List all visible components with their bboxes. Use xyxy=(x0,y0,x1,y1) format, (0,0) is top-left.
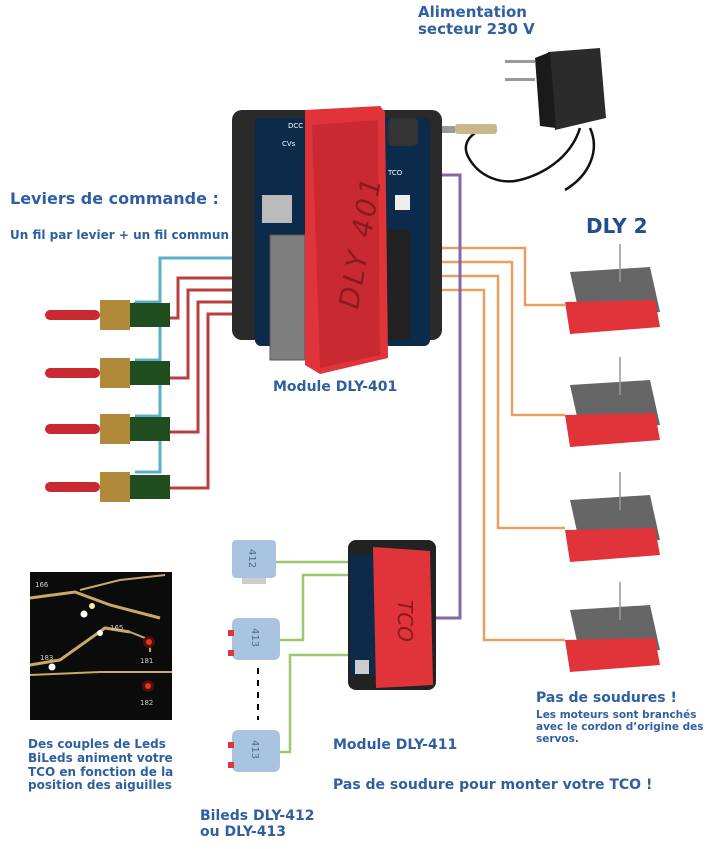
biled-part-413: 413 xyxy=(249,628,260,647)
tco-number-182: 182 xyxy=(140,699,153,707)
servo-motor-3 xyxy=(565,472,660,562)
biled-part-413: 413 xyxy=(249,740,260,759)
leds-note-line-2: BiLeds animent votre xyxy=(28,750,173,765)
tco-photo: 166 165 181 182 183 xyxy=(29,572,172,720)
biled-412: 412 xyxy=(232,540,276,584)
biled-413-1: 413 xyxy=(228,618,280,660)
module-dly-411-label: Module DLY-411 xyxy=(333,737,458,753)
biled-wires xyxy=(275,560,352,754)
lever-switches xyxy=(45,300,170,502)
pcb-label-tco: TCO xyxy=(387,169,403,177)
tco-number-181: 181 xyxy=(140,657,153,665)
servo-note-line-3: servos. xyxy=(536,733,579,746)
servo-motor-4 xyxy=(565,582,660,672)
module-dly-401: DLY 401 DCC CVs TCO xyxy=(232,106,442,374)
dly2-title: DLY 2 xyxy=(586,214,648,238)
biled-label: Bileds DLY-412 ou DLY-413 xyxy=(200,808,314,840)
levers-subtitle: Un fil par levier + un fil commun xyxy=(10,228,229,242)
servo-wires xyxy=(412,246,565,642)
toggle-lever-1 xyxy=(45,300,170,330)
biled-modules: 412 413 413 xyxy=(228,540,280,772)
biled-413-2: 413 xyxy=(228,730,280,772)
toggle-lever-4 xyxy=(45,472,170,502)
servo-motor-1 xyxy=(565,244,660,334)
power-supply xyxy=(430,48,606,192)
power-line-2: secteur 230 V xyxy=(418,20,535,39)
leds-note-line-4: position des aiguilles xyxy=(28,778,172,793)
module-dly-401-label: Module DLY-401 xyxy=(273,379,398,395)
power-supply-label: Alimentation secteur 230 V xyxy=(418,3,535,39)
tco-case-text: TCO xyxy=(393,600,417,642)
module-dly-411: TCO xyxy=(348,540,436,690)
servo-motors xyxy=(565,244,660,672)
toggle-lever-2 xyxy=(45,358,170,388)
biled-label-line-2: ou DLY-413 xyxy=(200,824,286,841)
power-line-1: Alimentation xyxy=(418,3,527,21)
levers-title: Leviers de commande : xyxy=(10,189,219,208)
pcb-label-dcc: DCC xyxy=(288,122,303,130)
tco-note: Pas de soudure pour monter votre TCO ! xyxy=(333,777,653,793)
leds-note-line-3: TCO en fonction de la xyxy=(28,764,174,779)
tco-number-166: 166 xyxy=(35,581,49,589)
pcb-label-cvs: CVs xyxy=(282,140,296,148)
biled-part-412: 412 xyxy=(246,549,257,568)
leds-note-line-1: Des couples de Leds xyxy=(28,737,166,751)
leds-note: Des couples de Leds BiLeds animent votre… xyxy=(28,737,174,793)
servo-note: Pas de soudures ! Les moteurs sont branc… xyxy=(536,690,704,745)
tco-number-165: 165 xyxy=(110,624,123,632)
biled-label-line-1: Bileds DLY-412 xyxy=(200,808,315,824)
servo-note-title: Pas de soudures ! xyxy=(536,690,677,706)
servo-note-line-2: avec le cordon d’origine des xyxy=(536,721,704,734)
toggle-lever-3 xyxy=(45,414,170,444)
tco-number-183: 183 xyxy=(40,654,53,662)
servo-motor-2 xyxy=(565,357,660,447)
servo-note-line-1: Les moteurs sont branchés xyxy=(536,709,697,722)
